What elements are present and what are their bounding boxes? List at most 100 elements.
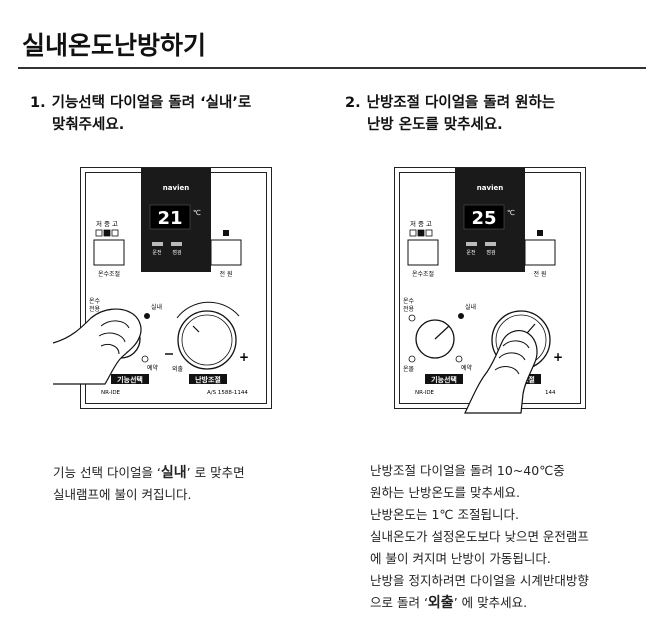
heating-dial-inner [181, 314, 233, 366]
temperature-display [149, 204, 191, 230]
hand-finger-line [498, 352, 526, 361]
power-label: 전 원 [220, 270, 233, 278]
step-1: 1. 기능선택 다이얼을 돌려 ‘실내’로 맞춰주세요. [30, 92, 320, 136]
mode-hotwater-label-2: 전용 [89, 305, 101, 313]
check-lamp-label: 점검 [172, 249, 181, 256]
service-line: A/S 1588-1144 [207, 390, 248, 396]
desc-line: 난방조절 다이얼을 돌려 10~40℃중 [370, 463, 565, 478]
level-label: 저 중 고 [410, 219, 432, 228]
level-low-indicator [409, 229, 417, 237]
desc-line: 난방을 정지하려면 다이얼을 시계반대방향 [370, 573, 589, 588]
mode-reserve-label: 예약 [147, 364, 159, 372]
heating-scale-arc [176, 301, 240, 319]
mode-indoor-label: 실내 [151, 303, 162, 311]
mode-reserve-label: 예약 [461, 364, 473, 372]
desc-text: ’ 로 맞추면 [186, 465, 245, 480]
step-number: 1. [30, 95, 46, 111]
desc-line: 에 불이 켜지며 난방이 가동됩니다. [370, 551, 551, 566]
check-lamp [485, 242, 496, 246]
run-lamp-label: 운전 [466, 249, 476, 256]
hand-finger-line [100, 343, 120, 355]
temperature-display [463, 204, 505, 230]
hand-illustration [52, 308, 142, 385]
hotwater-temp-label: 온수조절 [98, 270, 120, 278]
controller-panel-heating: navien 25 ℃ 운전 점검 저 중 고 온수조절 전 원 온수 전용 실… [394, 167, 586, 414]
mode-indoor-lamp [144, 313, 150, 319]
level-mid-indicator [103, 229, 111, 237]
hand-finger-line [502, 340, 530, 349]
desc-text: 기능 선택 다이얼을 ‘ [53, 465, 161, 480]
temperature-unit: ℃ [507, 209, 515, 217]
desc-line: 난방온도는 1℃ 조절됩니다. [370, 507, 519, 522]
hand-illustration [464, 330, 538, 414]
desc-line: 실내온도가 설정온도보다 낮으면 운전램프 [370, 529, 589, 544]
mode-hotwater-lamp [408, 314, 416, 322]
desc-line: 으로 돌려 ‘외출’ 에 맞추세요. [370, 592, 645, 614]
check-lamp-label: 점검 [486, 249, 495, 256]
brand-logo: navien [477, 184, 503, 192]
step-1-description: 기능 선택 다이얼을 ‘실내’ 로 맞추면 실내램프에 불이 켜집니다. [53, 462, 323, 506]
function-dial-pointer [434, 325, 450, 340]
run-lamp-label: 운전 [152, 249, 162, 256]
power-button[interactable] [524, 239, 556, 266]
step-text-line1: 난방조절 다이얼을 돌려 원하는 [366, 95, 556, 111]
desc-line: 실내램프에 불이 켜집니다. [53, 487, 192, 502]
hand-finger-line [98, 332, 126, 343]
desc-line: 원하는 난방온도를 맞추세요. [370, 485, 520, 500]
mode-hotwater-label: 온수 [89, 298, 101, 305]
brand-logo: navien [163, 184, 189, 192]
heating-control-tag [189, 374, 227, 384]
mode-bath-label: 온몰 [403, 366, 415, 373]
power-label: 전 원 [534, 270, 547, 278]
hand-finger-line [100, 320, 130, 329]
level-mid-indicator [417, 229, 425, 237]
temperature-unit: ℃ [193, 209, 201, 217]
mode-indoor-label: 실내 [465, 303, 476, 311]
temperature-readout: 21 [157, 208, 182, 229]
level-low-indicator [95, 229, 103, 237]
desc-text: ’ 에 맞추세요. [453, 595, 528, 610]
check-lamp [171, 242, 182, 246]
service-line: 144 [545, 390, 556, 396]
plus-sign: + [239, 350, 249, 364]
mode-indoor-lamp [458, 313, 464, 319]
step-text-line2: 맞춰주세요. [52, 117, 125, 133]
function-select-label: 기능선택 [431, 375, 457, 384]
hotwater-temp-label: 온수조절 [412, 270, 434, 278]
level-high-indicator [425, 229, 433, 237]
controller-panel-indoor: navien 21 ℃ 운전 점검 저 중 고 온수조절 전 원 온수 전용 실… [52, 167, 272, 409]
power-indicator [537, 230, 543, 236]
hotwater-temp-button[interactable] [93, 239, 125, 266]
page-title: 실내온도난방하기 [22, 31, 207, 60]
title-divider [18, 67, 646, 69]
model-label: NR-IDE [415, 390, 435, 396]
level-high-indicator [111, 229, 119, 237]
desc-text: 으로 돌려 ‘ [370, 595, 428, 610]
level-label: 저 중 고 [96, 219, 118, 228]
hand-finger-line [494, 366, 520, 375]
function-select-label: 기능선택 [117, 375, 143, 384]
controller-illustration: navien 25 ℃ 운전 점검 저 중 고 온수조절 전 원 온수 전용 실… [403, 168, 563, 414]
step-number: 2. [345, 95, 361, 111]
run-lamp [466, 242, 477, 246]
hotwater-temp-button[interactable] [407, 239, 439, 266]
power-button[interactable] [210, 239, 242, 266]
heating-control-label: 난방조절 [195, 375, 221, 384]
controller-illustration: navien 21 ℃ 운전 점검 저 중 고 온수조절 전 원 온수 전용 실… [52, 168, 249, 396]
mode-reserve-lamp [455, 355, 463, 363]
mode-bath-lamp [408, 355, 416, 363]
step-text-line2: 난방 온도를 맞추세요. [367, 117, 503, 133]
mode-outdoor-label: 외출 [172, 365, 184, 373]
desc-line: 기능 선택 다이얼을 ‘실내’ 로 맞추면 [53, 462, 323, 484]
plus-sign: + [553, 350, 563, 364]
heating-dial-pointer [192, 325, 200, 333]
step-2: 2. 난방조절 다이얼을 돌려 원하는 난방 온도를 맞추세요. [345, 92, 635, 136]
mode-hotwater-label: 온수 [403, 298, 415, 305]
desc-emphasis: 실내 [160, 465, 187, 481]
mode-reserve-lamp [141, 355, 149, 363]
run-lamp [152, 242, 163, 246]
step-2-description: 난방조절 다이얼을 돌려 10~40℃중 원하는 난방온도를 맞추세요. 난방온… [370, 460, 645, 614]
step-text-line1: 기능선택 다이얼을 돌려 ‘실내’로 [51, 95, 252, 111]
function-select-tag [111, 374, 149, 384]
temperature-readout: 25 [471, 208, 496, 229]
